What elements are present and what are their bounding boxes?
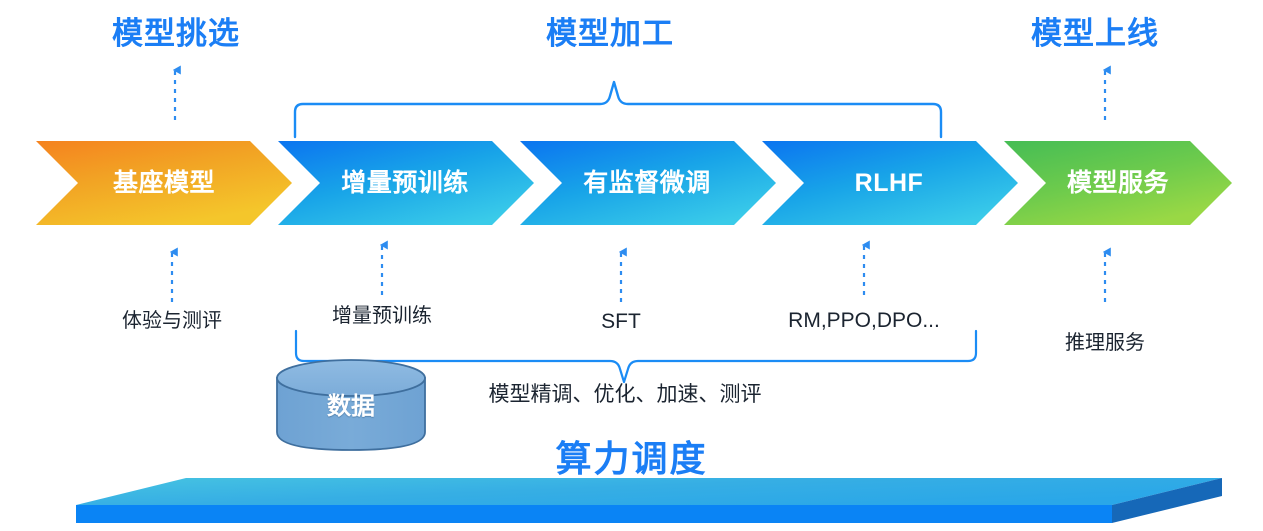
sub-process-bracket xyxy=(294,329,978,384)
platform-side-face xyxy=(1112,478,1222,523)
top-dashed-arrows xyxy=(172,65,1111,120)
compute-platform-slab xyxy=(76,478,1222,523)
platform-top-face xyxy=(76,478,1222,505)
stage-chevron-base-model[interactable] xyxy=(36,141,292,225)
annotation-label-incremental-pretrain: 增量预训练 xyxy=(332,305,432,327)
bottom-dashed-arrows xyxy=(169,240,1111,302)
top-group-bracket xyxy=(293,80,943,139)
sub-bracket-label: 模型精调、优化、加速、测评 xyxy=(488,383,762,406)
stage-chevron-incremental-pretrain[interactable] xyxy=(278,141,534,225)
annotation-label-sft: SFT xyxy=(601,310,641,333)
stage-chevron-rlhf[interactable] xyxy=(762,141,1018,225)
data-store-cylinder[interactable] xyxy=(276,359,426,451)
stage-chevron-sft[interactable] xyxy=(520,141,776,225)
platform-front-face xyxy=(76,505,1112,523)
annotation-label-inference-service: 推理服务 xyxy=(1065,332,1145,354)
group-title-model-processing: 模型加工 xyxy=(546,16,674,51)
stage-chevron-model-service[interactable] xyxy=(1004,141,1232,225)
pipeline-stage-chevrons xyxy=(36,141,1232,225)
group-title-model-selection: 模型挑选 xyxy=(112,16,240,51)
group-title-model-launch: 模型上线 xyxy=(1031,16,1159,51)
annotation-label-rm-ppo-dpo: RM,PPO,DPO... xyxy=(788,309,940,332)
annotation-label-experience-eval: 体验与测评 xyxy=(122,310,222,332)
